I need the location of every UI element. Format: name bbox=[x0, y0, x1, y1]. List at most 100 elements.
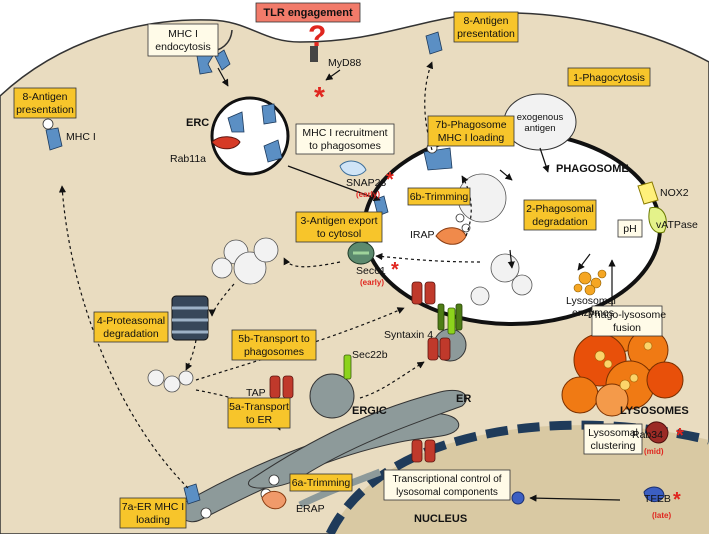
transport-5b-l2: phagosomes bbox=[244, 346, 304, 358]
phago-lyso-fusion-l1: Phago-lysosome bbox=[588, 309, 666, 321]
star-myd88: * bbox=[314, 81, 325, 112]
snap23-early: (early) bbox=[356, 190, 380, 199]
phagocytosis-box bbox=[567, 67, 651, 87]
er-label: ER bbox=[456, 393, 471, 405]
phago-degradation-l1: 2-Phagosomal bbox=[526, 203, 594, 215]
sec61-early: (early) bbox=[360, 278, 384, 287]
myd88-label: MyD88 bbox=[328, 57, 361, 69]
tap-label: TAP bbox=[246, 387, 266, 399]
transcriptional-l1: Transcriptional control of bbox=[392, 474, 501, 485]
er-loading-box bbox=[119, 497, 187, 529]
mhc-recruitment-box bbox=[295, 123, 395, 155]
trimming-6b-label: 6b-Trimming bbox=[410, 191, 469, 203]
phagosome-loading-l1: 7b-Phagosome bbox=[435, 119, 506, 131]
vatpase-protein bbox=[648, 206, 667, 234]
antigen-export-box bbox=[295, 211, 383, 243]
rab34-label: Rab34 bbox=[632, 429, 663, 441]
erc-label: ERC bbox=[186, 117, 209, 129]
nucleus-label: NUCLEUS bbox=[414, 513, 467, 525]
lyso-clustering-l1: Lysosomal bbox=[588, 427, 638, 439]
mhc-endocytosis-l1: MHC I bbox=[168, 28, 198, 40]
syntaxin4-label: Syntaxin 4 bbox=[384, 329, 433, 341]
label-boxes: MHC I endocytosis 8-Antigen presentation… bbox=[13, 11, 666, 529]
lysosomes-label: LYSOSOMES bbox=[620, 405, 689, 417]
tfeb-late: (late) bbox=[652, 511, 671, 520]
star-tfeb: * bbox=[673, 489, 681, 511]
nox2-label: NOX2 bbox=[660, 187, 689, 199]
phago-degradation-l2: degradation bbox=[532, 216, 588, 228]
phagosome-label: PHAGOSOME bbox=[556, 163, 629, 175]
antigen-pres-top-l2: presentation bbox=[457, 28, 515, 40]
phago-lyso-fusion-l2: fusion bbox=[613, 322, 641, 334]
antigen-pres-top-box bbox=[453, 11, 519, 43]
pathway-arrows bbox=[217, 67, 621, 502]
vatpase-label: vATPase bbox=[656, 219, 698, 231]
endoplasmic-reticulum bbox=[177, 390, 467, 523]
mhc-i-label: MHC I bbox=[66, 131, 96, 143]
cytosolic-antigen bbox=[147, 237, 279, 393]
antigen-pres-left-l1: 8-Antigen bbox=[23, 91, 68, 103]
snap23-label: SNAP23 bbox=[346, 177, 386, 189]
erc-vesicle bbox=[210, 96, 290, 176]
sec22b-protein bbox=[343, 307, 456, 380]
mhc-recruitment-l2: to phagosomes bbox=[309, 140, 381, 152]
phago-lyso-fusion-box bbox=[591, 305, 663, 337]
star-rab34: * bbox=[676, 425, 684, 447]
lysosomal-enzymes-l2: enzymes bbox=[572, 307, 614, 319]
lyso-clustering-box bbox=[583, 423, 643, 455]
irap-label: IRAP bbox=[410, 229, 435, 241]
free-labels: ERC Rab11a MHC I SNAP23 (early) Sec61 (e… bbox=[66, 112, 698, 525]
rab11a-label: Rab11a bbox=[170, 153, 206, 165]
tlr-engagement-label: TLR engagement bbox=[263, 7, 353, 19]
degraded-antigen bbox=[457, 173, 533, 306]
tfeb-protein bbox=[643, 486, 665, 502]
transport-5b-box bbox=[231, 329, 317, 361]
red-stars: * * * * * bbox=[314, 81, 684, 511]
proteasomal-l2: degradation bbox=[103, 328, 159, 340]
antigen-export-l2: to cytosol bbox=[317, 228, 361, 240]
star-snap23: * bbox=[386, 169, 394, 191]
phago-degradation-box bbox=[523, 199, 597, 231]
ph-label: pH bbox=[623, 223, 636, 235]
trimming-6a-box bbox=[289, 473, 353, 492]
proteasomal-box bbox=[93, 311, 169, 343]
transcriptional-box bbox=[383, 469, 511, 501]
exogenous-antigen-l1: exogenous bbox=[517, 112, 564, 123]
lysosomal-enzymes-l1: Lysosomal bbox=[566, 295, 616, 307]
tlr-engagement-box bbox=[255, 2, 361, 23]
proteasomal-l1: 4-Proteasomal bbox=[97, 315, 165, 327]
sec61-channel bbox=[347, 241, 375, 265]
ph-box bbox=[617, 219, 643, 238]
trimming-6b-box bbox=[407, 187, 471, 206]
mhc-recruitment-l1: MHC I recruitment bbox=[302, 127, 387, 139]
rab11a-protein bbox=[211, 136, 241, 150]
transcriptional-l2: lysosomal components bbox=[396, 487, 498, 498]
er-loading-l1: 7a-ER MHC I bbox=[122, 501, 184, 513]
lysosomal-enzymes bbox=[573, 269, 607, 296]
lysosomal-content bbox=[594, 323, 653, 391]
antigen-pres-left-l2: presentation bbox=[16, 104, 74, 116]
er-loading-l2: loading bbox=[136, 514, 170, 526]
transport-5a-l2: to ER bbox=[246, 414, 273, 426]
antigen-export-l1: 3-Antigen export bbox=[300, 215, 377, 227]
star-sec61: * bbox=[391, 259, 399, 281]
antigen-pres-left-box bbox=[13, 87, 77, 119]
tfeb-label: TFEB bbox=[644, 493, 671, 505]
trimming-6a-label: 6a-Trimming bbox=[292, 477, 351, 489]
erap-label: ERAP bbox=[296, 503, 325, 515]
tap-transporter bbox=[269, 281, 451, 463]
mhc-endocytosis-box bbox=[147, 23, 219, 57]
exogenous-antigen-l2: antigen bbox=[524, 123, 555, 134]
phagosome-loading-l2: MHC I loading bbox=[438, 132, 505, 144]
antigen-pres-top-l1: 8-Antigen bbox=[464, 15, 509, 27]
rab34-mid: (mid) bbox=[644, 447, 664, 456]
ergic-vesicle bbox=[309, 373, 355, 419]
ergic-label: ERGIC bbox=[352, 405, 387, 417]
question-mark: ? bbox=[308, 20, 326, 53]
transport-5a-l1: 5a-Transport bbox=[229, 401, 289, 413]
syntaxin4-protein bbox=[437, 303, 463, 331]
erap-protein bbox=[261, 491, 287, 510]
nuclear-tfeb bbox=[511, 491, 525, 505]
snap23-protein bbox=[339, 160, 367, 176]
